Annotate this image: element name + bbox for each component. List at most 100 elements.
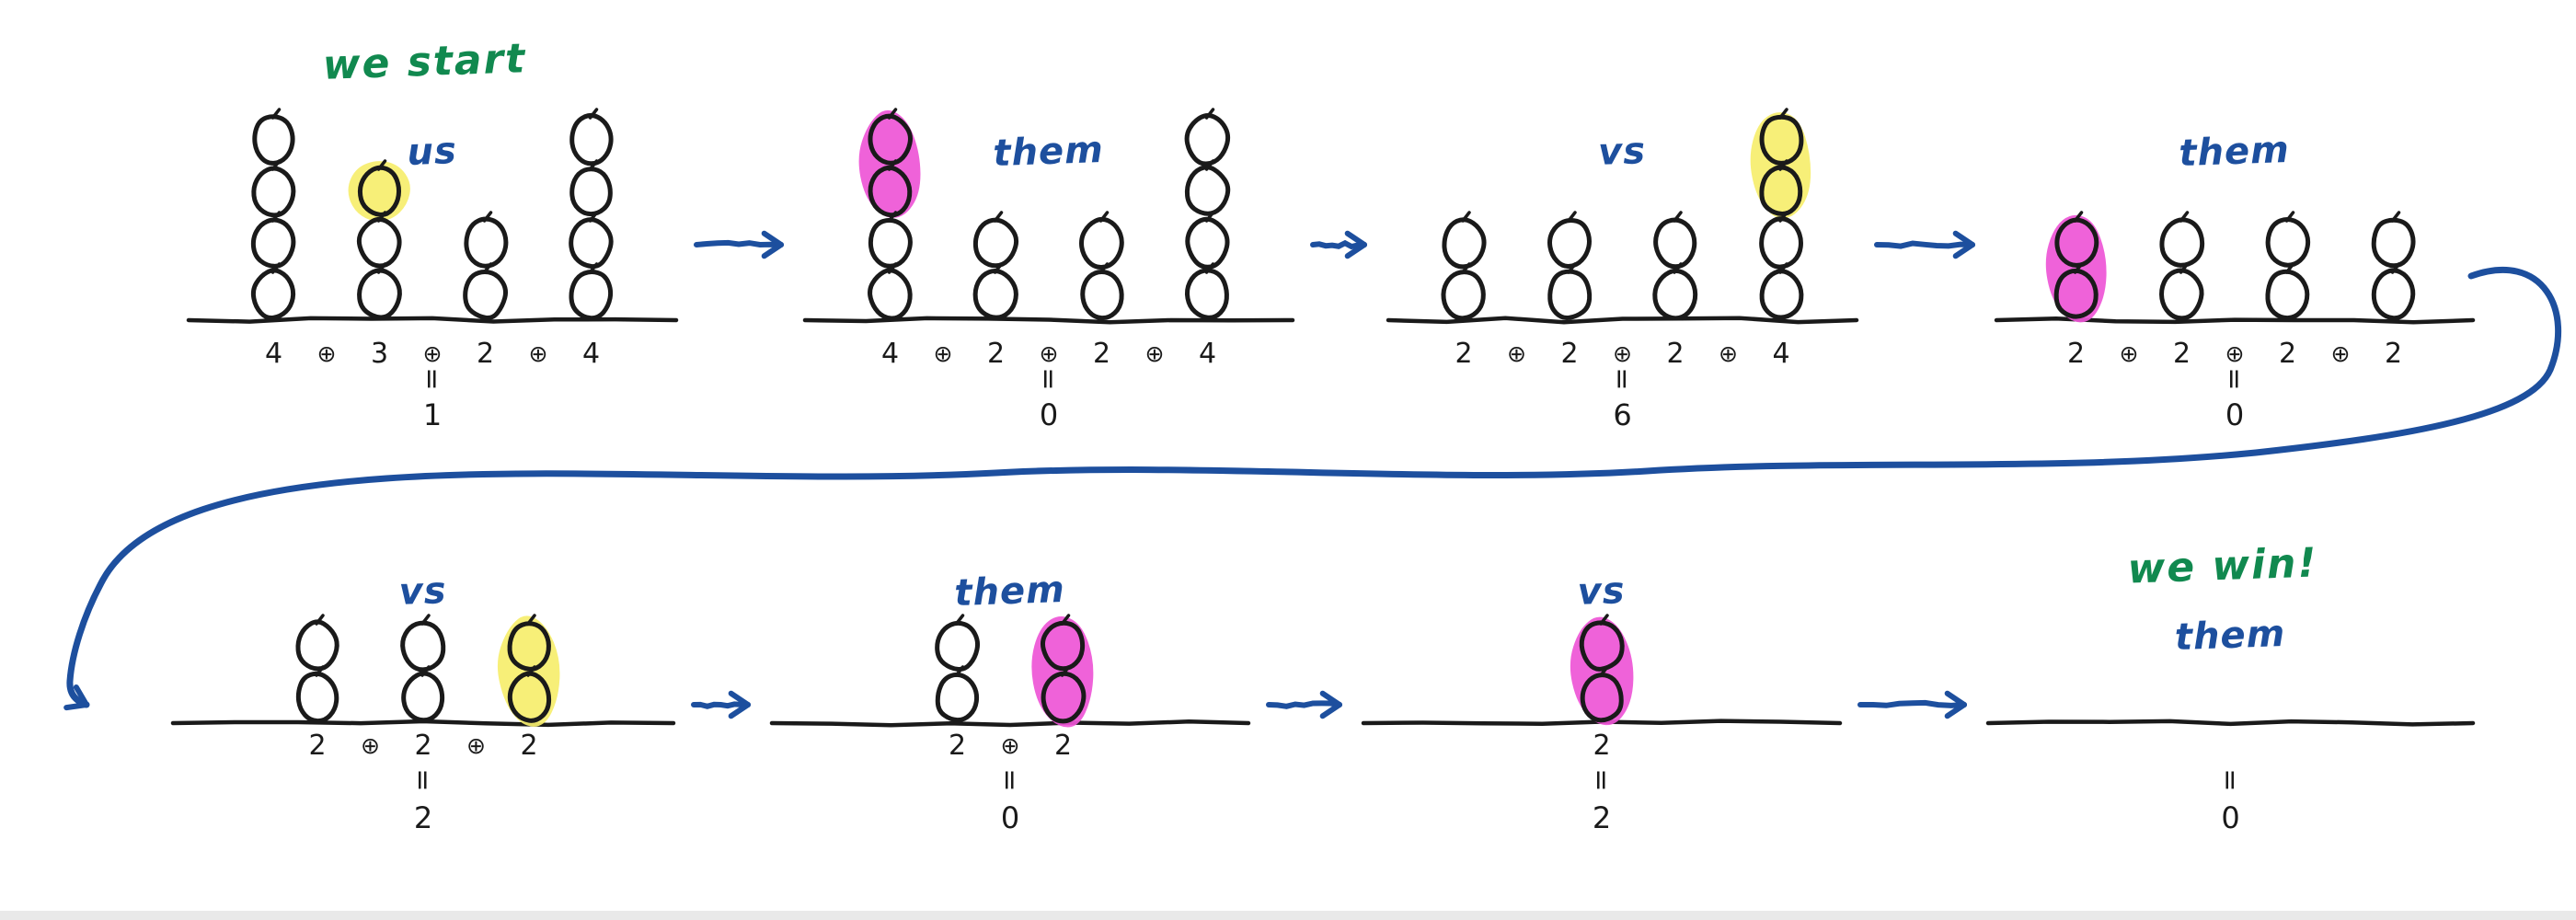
arrow-shaft	[1857, 699, 1967, 708]
pile-count-value: 3	[371, 338, 388, 370]
stone-pile-of-2	[2265, 211, 2311, 321]
stone	[295, 671, 339, 724]
pile-count-value: 4	[265, 338, 282, 370]
stone	[464, 216, 509, 269]
arrowhead	[1944, 702, 1967, 719]
stone	[250, 268, 296, 321]
equals-sign: =	[416, 367, 448, 390]
stone	[935, 620, 981, 673]
nim-sum-value: 2	[1593, 800, 1611, 835]
stone-pile-of-2	[1652, 211, 1698, 321]
stone-pile-of-2	[935, 614, 981, 723]
stone-pile-of-2	[463, 211, 509, 320]
xor-operator: ⊕	[934, 340, 953, 367]
stone-pile-of-4	[1184, 108, 1231, 320]
stone	[1759, 165, 1803, 216]
nim-sum-value: 0	[1040, 397, 1058, 432]
stone-pen-tick	[482, 211, 493, 223]
stone	[2265, 216, 2311, 268]
stone-pen-tick	[588, 108, 599, 120]
stone	[1185, 216, 1230, 270]
stone	[1041, 671, 1087, 724]
turn-label: them	[993, 129, 1105, 175]
arrow-shaft	[66, 267, 2561, 708]
stone	[868, 113, 913, 166]
stone-pen-tick	[2179, 211, 2190, 223]
arrowhead	[1944, 690, 1967, 707]
stone	[1653, 217, 1697, 270]
arrowhead	[63, 702, 89, 711]
stone-pile-of-4	[1759, 108, 1804, 320]
xor-operator: ⊕	[1613, 340, 1632, 367]
arrow-shaft	[1266, 700, 1342, 709]
stone	[1441, 270, 1486, 321]
stone	[400, 620, 446, 673]
stone-pen-tick	[1599, 614, 1609, 626]
stone	[250, 217, 296, 269]
stone-pile-of-2	[295, 614, 339, 724]
xor-operator: ⊕	[1040, 340, 1059, 367]
stone-pile-of-4	[250, 108, 296, 321]
pile-count-value: 4	[881, 338, 899, 370]
stone-pen-tick	[954, 614, 965, 626]
pile-count-value: 4	[1199, 338, 1216, 370]
stone	[2159, 217, 2205, 268]
next-step-arrow	[1266, 690, 1342, 719]
stone-pen-tick	[1778, 108, 1788, 120]
stone	[1579, 620, 1625, 672]
stone-pile-of-2	[1579, 614, 1625, 723]
stone-pen-tick	[270, 108, 282, 120]
stone	[1442, 217, 1487, 270]
ground-line	[1985, 719, 2476, 727]
stone-pen-tick	[1060, 614, 1071, 626]
stone	[251, 166, 296, 218]
xor-operator: ⊕	[2225, 340, 2245, 367]
pile-count-value: 2	[2173, 338, 2191, 370]
stone	[972, 217, 1019, 269]
ground-line	[802, 316, 1295, 325]
stone	[1759, 216, 1803, 270]
stone	[1079, 216, 1124, 270]
stone	[868, 217, 913, 269]
stone	[569, 270, 614, 321]
stone-pen-tick	[887, 108, 898, 120]
equals-sign: =	[407, 768, 439, 791]
xor-operator: ⊕	[2331, 340, 2351, 367]
stone	[252, 114, 295, 166]
pile-count-value: 2	[987, 338, 1005, 370]
next-step-arrow	[694, 230, 784, 259]
pile-count-value: 2	[2279, 338, 2296, 370]
stone-pen-tick	[1567, 211, 1577, 223]
stone	[463, 270, 509, 320]
annotation-we-start: we start	[322, 35, 527, 89]
pile-count-value: 2	[477, 338, 494, 370]
stone-pen-tick	[376, 159, 387, 171]
xor-operator: ⊕	[361, 732, 380, 759]
pile-count-value: 2	[2385, 338, 2402, 370]
stone-pile-of-2	[507, 614, 552, 723]
stone	[2265, 269, 2310, 321]
stone	[569, 217, 614, 270]
stone-pen-tick	[1461, 211, 1471, 223]
page-bottom-edge	[0, 911, 2576, 920]
equals-sign: =	[2214, 768, 2247, 791]
stone-pen-tick	[526, 614, 536, 626]
pile-count-value: 2	[414, 730, 431, 762]
xor-operator: ⊕	[423, 340, 443, 367]
stone	[1547, 217, 1592, 269]
nim-sum-value: 0	[2221, 800, 2239, 835]
stone-pen-tick	[2284, 211, 2295, 223]
equals-sign: =	[2218, 367, 2250, 390]
arrow-shaft	[694, 239, 784, 248]
xor-operator: ⊕	[2120, 340, 2139, 367]
nim-sum-value: 0	[2225, 397, 2244, 432]
xor-operator: ⊕	[529, 340, 548, 367]
equals-sign: =	[1585, 768, 1617, 791]
xor-operator: ⊕	[317, 340, 337, 367]
pile-count-value: 2	[1093, 338, 1110, 370]
pile-count-value: 4	[582, 338, 600, 370]
ground-line	[769, 719, 1251, 728]
stone-pile-of-2	[1547, 211, 1593, 320]
nim-sum-value: 0	[1001, 800, 1019, 835]
